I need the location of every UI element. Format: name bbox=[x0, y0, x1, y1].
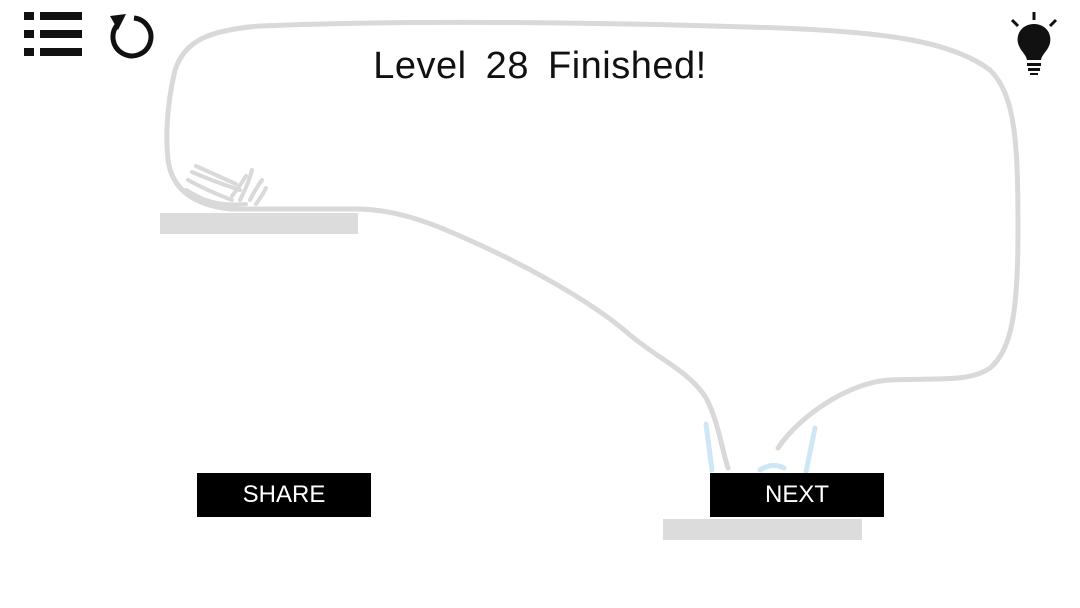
bottom-platform bbox=[663, 519, 862, 540]
level-finished-title: Level 28 Finished! bbox=[373, 45, 707, 87]
share-button[interactable]: SHARE bbox=[197, 473, 371, 517]
level-menu-icon[interactable] bbox=[22, 10, 84, 60]
scribble-debris bbox=[184, 164, 268, 208]
restart-icon[interactable] bbox=[104, 10, 154, 62]
hint-lightbulb-icon[interactable] bbox=[1006, 10, 1062, 76]
next-button[interactable]: NEXT bbox=[710, 473, 884, 517]
drawn-line bbox=[164, 19, 1021, 471]
left-platform bbox=[160, 213, 358, 234]
water-cup bbox=[703, 421, 818, 475]
